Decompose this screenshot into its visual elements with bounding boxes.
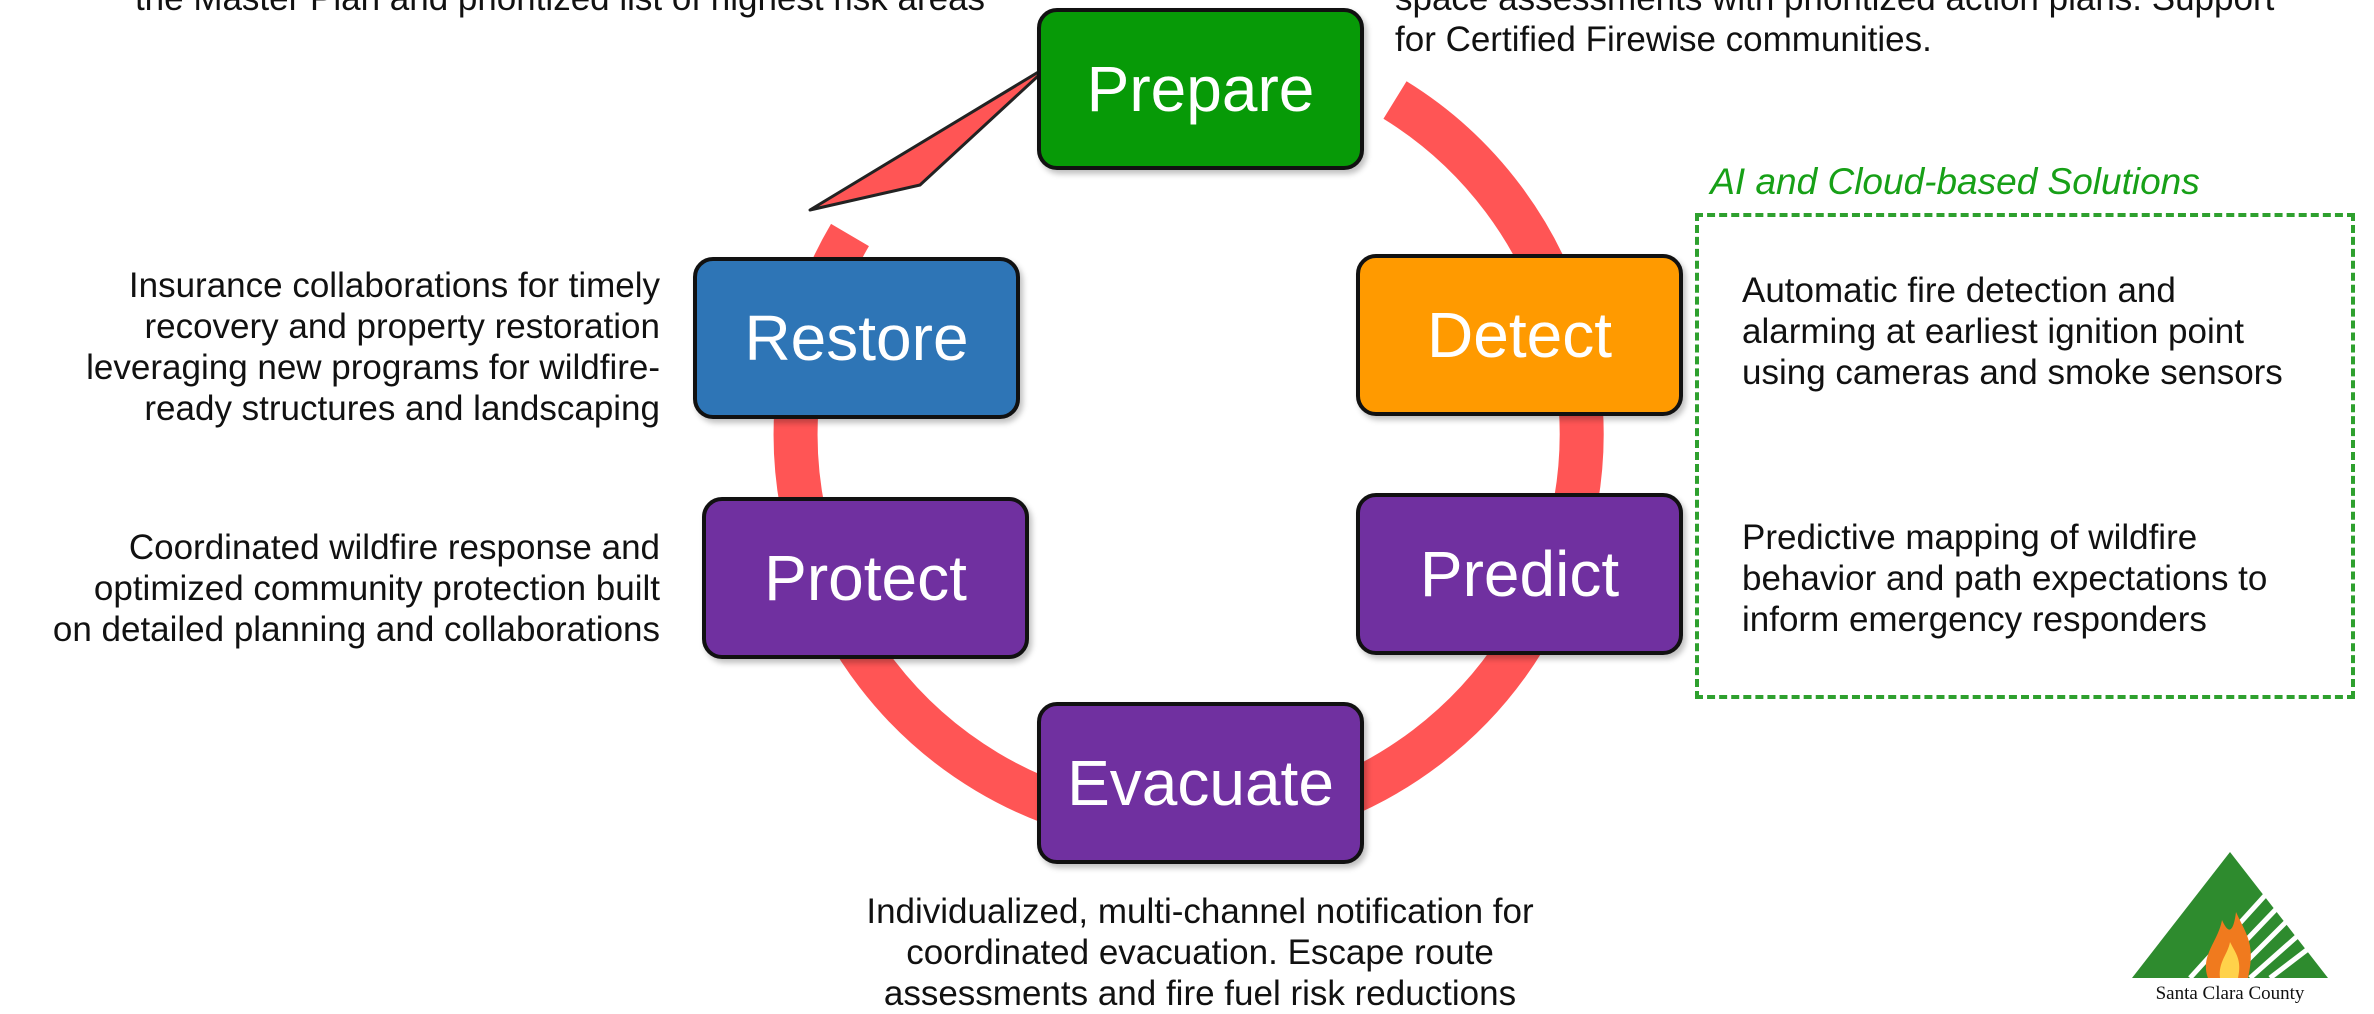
description-line: recovery and property restoration xyxy=(144,307,660,346)
prepare-left-description: the Master Plan and prioritized list of … xyxy=(80,0,1040,19)
stage-restore: Restore xyxy=(693,257,1020,419)
description-line: the Master Plan and prioritized list of … xyxy=(80,0,1040,19)
ai-section-title: AI and Cloud-based Solutions xyxy=(1710,161,2200,202)
description-line: for Certified Firewise communities. xyxy=(1395,20,1932,59)
predict-description: Predictive mapping of wildfire behavior … xyxy=(1742,517,2322,640)
cycle-arrow-head xyxy=(808,63,1052,212)
logo-text: Santa Clara County xyxy=(2155,983,2305,1004)
detect-description: Automatic fire detection and alarming at… xyxy=(1742,270,2322,393)
description-line: Coordinated wildfire response and xyxy=(128,528,660,567)
stage-detect: Detect xyxy=(1356,254,1683,416)
description-line: on detailed planning and collaborations xyxy=(52,610,660,649)
stage-prepare-label: Prepare xyxy=(1086,53,1315,125)
description-line: Individualized, multi-channel notificati… xyxy=(866,892,1534,931)
protect-description: Coordinated wildfire response and optimi… xyxy=(0,527,660,650)
stage-prepare: Prepare xyxy=(1037,8,1364,170)
stage-predict: Predict xyxy=(1356,493,1683,655)
prepare-right-description: space assessments with prioritized actio… xyxy=(1395,0,2295,60)
description-line: inform emergency responders xyxy=(1742,600,2207,639)
description-line: alarming at earliest ignition point xyxy=(1742,312,2244,351)
ai-solutions-box xyxy=(1695,213,2355,699)
stage-predict-label: Predict xyxy=(1419,538,1620,610)
stage-detect-label: Detect xyxy=(1427,299,1612,371)
description-line: assessments and fire fuel risk reduction… xyxy=(883,974,1517,1013)
evacuate-description: Individualized, multi-channel notificati… xyxy=(780,891,1620,1014)
description-line: using cameras and smoke sensors xyxy=(1742,353,2283,392)
description-line: Predictive mapping of wildfire xyxy=(1742,518,2198,557)
stage-protect: Protect xyxy=(702,497,1029,659)
stage-protect-label: Protect xyxy=(764,542,967,614)
county-fire-logo-icon xyxy=(2132,852,2328,980)
stage-restore-label: Restore xyxy=(744,302,969,374)
description-line: coordinated evacuation. Escape route xyxy=(906,933,1494,972)
description-line: Insurance collaborations for timely xyxy=(128,266,660,305)
description-line: Automatic fire detection and xyxy=(1742,271,2176,310)
description-line: leveraging new programs for wildfire- xyxy=(86,348,660,387)
description-line: behavior and path expectations to xyxy=(1742,559,2268,598)
stage-evacuate: Evacuate xyxy=(1037,702,1364,864)
restore-description: Insurance collaborations for timely reco… xyxy=(20,265,660,429)
stage-evacuate-label: Evacuate xyxy=(1067,747,1334,819)
description-line: space assessments with prioritized actio… xyxy=(1395,0,2295,19)
description-line: optimized community protection built xyxy=(93,569,660,608)
description-line: ready structures and landscaping xyxy=(144,389,660,428)
